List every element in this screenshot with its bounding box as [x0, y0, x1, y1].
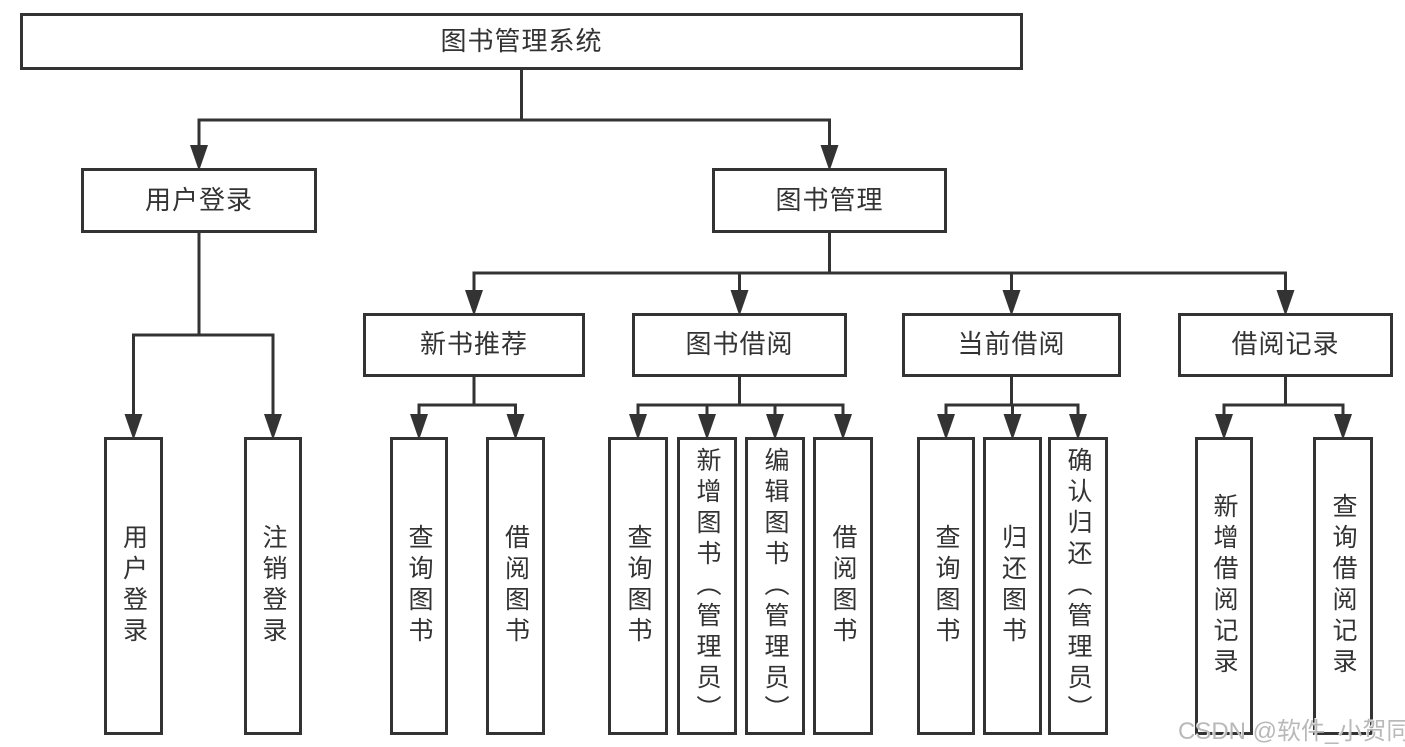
node-current-borrow: 当前借阅: [902, 313, 1121, 377]
node-label: 注销登录: [259, 524, 287, 648]
node-label: 查询图书: [405, 524, 433, 648]
node-leaf-confirm-return-admin: 确认归还（管理员）: [1048, 437, 1108, 735]
node-label: 查询借阅记录: [1329, 493, 1357, 679]
node-label: 当前借阅: [957, 329, 1066, 360]
arrowhead-icon: [730, 290, 749, 316]
node-leaf-query-books-current: 查询图书: [917, 437, 975, 735]
node-label: 借阅记录: [1231, 329, 1340, 360]
arrowhead-icon: [465, 290, 483, 316]
arrowhead-icon: [1334, 414, 1352, 440]
node-label: 新增图书（管理员）: [693, 446, 721, 726]
node-leaf-add-books-admin: 新增图书（管理员）: [677, 437, 737, 735]
node-leaf-return-books: 归还图书: [983, 437, 1042, 735]
node-label: 查询图书: [932, 524, 960, 648]
arrowhead-icon: [1215, 414, 1233, 440]
arrowhead-icon: [190, 145, 208, 171]
node-label: 用户登录: [119, 524, 148, 648]
arrowhead-icon: [410, 414, 428, 440]
arrowhead-icon: [124, 414, 143, 440]
node-label: 用户登录: [144, 184, 253, 215]
node-root: 图书管理系统: [20, 13, 1023, 70]
node-user-login: 用户登录: [81, 168, 317, 233]
node-label: 图书借阅: [685, 329, 794, 360]
node-leaf-borrow-books-borrow: 借阅图书: [813, 437, 873, 735]
arrowhead-icon: [264, 414, 282, 440]
arrowhead-icon: [629, 414, 647, 440]
arrowhead-icon: [820, 145, 839, 171]
node-label: 借阅图书: [501, 524, 530, 648]
node-label: 图书管理系统: [440, 25, 603, 56]
node-label: 归还图书: [998, 524, 1027, 648]
node-leaf-add-borrow-record: 新增借阅记录: [1195, 437, 1253, 735]
node-leaf-query-borrow-record: 查询借阅记录: [1313, 437, 1373, 735]
arrowhead-icon: [1069, 414, 1087, 440]
node-book-management: 图书管理: [712, 168, 947, 233]
arrowhead-icon: [1003, 414, 1022, 440]
arrowhead-icon: [698, 414, 716, 440]
node-label: 借阅图书: [829, 524, 857, 648]
node-leaf-edit-books-admin: 编辑图书（管理员）: [745, 437, 805, 735]
node-borrow-records: 借阅记录: [1178, 313, 1393, 377]
node-label: 新增借阅记录: [1210, 493, 1238, 679]
node-label: 编辑图书（管理员）: [761, 446, 789, 726]
node-leaf-query-books-borrow: 查询图书: [608, 437, 668, 735]
node-label: 图书管理: [775, 184, 884, 215]
node-label: 新书推荐: [419, 329, 528, 360]
node-book-borrow: 图书借阅: [632, 313, 847, 377]
node-leaf-user-login: 用户登录: [104, 437, 163, 735]
node-label: 查询图书: [624, 524, 652, 648]
node-leaf-logout: 注销登录: [244, 437, 302, 735]
arrowhead-icon: [1276, 290, 1295, 316]
node-leaf-query-books-recommend: 查询图书: [390, 437, 448, 735]
arrowhead-icon: [766, 414, 784, 440]
node-leaf-borrow-books-recommend: 借阅图书: [486, 437, 545, 735]
arrowhead-icon: [937, 414, 955, 440]
arrowhead-icon: [1002, 290, 1021, 316]
arrowhead-icon: [506, 414, 525, 440]
arrowhead-icon: [834, 414, 852, 440]
node-new-book-recommend: 新书推荐: [363, 313, 585, 377]
node-label: 确认归还（管理员）: [1064, 446, 1092, 726]
